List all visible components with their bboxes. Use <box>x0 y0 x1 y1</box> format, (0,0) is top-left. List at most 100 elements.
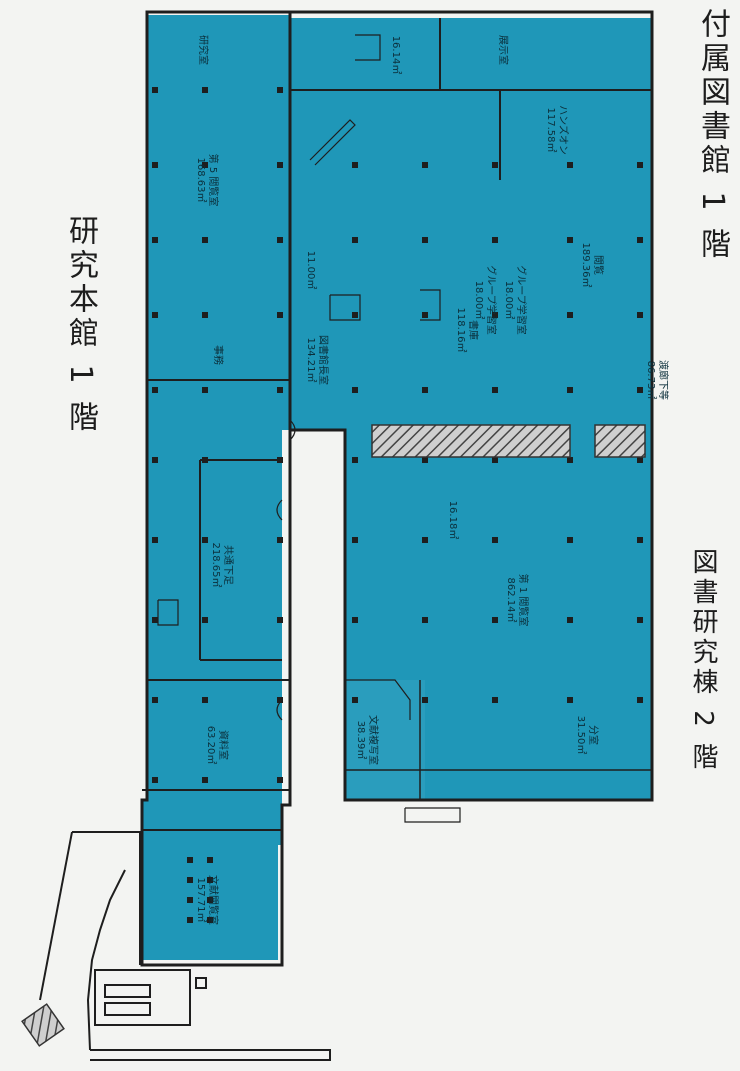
column-marker <box>202 387 208 393</box>
column-marker <box>492 237 498 243</box>
room-label-r17: 16.14㎡ <box>390 36 402 75</box>
column-marker <box>422 237 428 243</box>
column-marker <box>277 697 283 703</box>
room-label-r18: 11.00㎡ <box>305 251 317 290</box>
column-marker <box>152 387 158 393</box>
column-marker <box>352 387 358 393</box>
area-stair-landing <box>345 680 425 800</box>
area-annex <box>290 18 652 430</box>
column-marker <box>152 87 158 93</box>
column-marker <box>152 777 158 783</box>
column-marker <box>187 897 193 903</box>
hatched-entrance <box>21 1003 65 1047</box>
entrance-wall <box>72 831 141 965</box>
column-marker <box>492 617 498 623</box>
door-arc-2 <box>276 699 283 721</box>
detail-top <box>355 34 381 61</box>
courtyard <box>290 430 345 805</box>
column-marker <box>352 537 358 543</box>
column-marker <box>422 387 428 393</box>
column-marker <box>492 162 498 168</box>
room-label-r11: 文献閲覧室157.71㎡ <box>195 875 220 925</box>
highlight-areas <box>142 15 652 960</box>
column-marker <box>207 857 213 863</box>
column-marker <box>152 162 158 168</box>
column-marker <box>202 87 208 93</box>
hatched-block <box>594 424 646 458</box>
entrance-box-3 <box>195 977 207 989</box>
column-marker <box>207 877 213 883</box>
column-marker <box>567 537 573 543</box>
column-marker <box>352 697 358 703</box>
column-marker <box>202 777 208 783</box>
area-main-upper <box>147 15 290 800</box>
column-marker <box>277 537 283 543</box>
column-marker <box>422 697 428 703</box>
entrance-steps <box>86 869 126 1051</box>
room-label-r13: グループ学習室18.00㎡ <box>473 265 498 334</box>
column-marker <box>637 697 643 703</box>
room-label-r4: 書庫118.16㎡ <box>455 308 480 353</box>
door-arc-1 <box>276 499 283 521</box>
column-marker <box>187 857 193 863</box>
column-marker <box>277 777 283 783</box>
column-marker <box>637 457 643 463</box>
column-marker <box>422 457 428 463</box>
column-marker <box>637 617 643 623</box>
ramp <box>309 119 356 166</box>
column-marker <box>187 917 193 923</box>
room-label-r9: 共通下足218.65㎡ <box>210 543 234 588</box>
stair-1 <box>329 294 361 321</box>
column-marker <box>202 162 208 168</box>
column-marker <box>422 312 428 318</box>
column-marker <box>277 617 283 623</box>
column-marker <box>492 312 498 318</box>
column-marker <box>422 537 428 543</box>
room-label-r1: 第 5 閲覧室168.63㎡ <box>195 154 220 207</box>
column-marker <box>152 537 158 543</box>
entrance-path <box>90 1049 331 1061</box>
main-building-title: 研究本館 1 階 <box>63 215 98 436</box>
column-marker <box>152 617 158 623</box>
entrance-line <box>39 831 73 1001</box>
column-marker <box>567 617 573 623</box>
entrance-room <box>94 969 191 1026</box>
column-marker <box>352 617 358 623</box>
column-marker <box>567 457 573 463</box>
column-marker <box>637 237 643 243</box>
details <box>157 34 461 823</box>
door-arc-3 <box>289 419 296 441</box>
hatched-corridor <box>371 424 571 458</box>
column-marker <box>152 457 158 463</box>
column-marker <box>567 697 573 703</box>
entrance-area <box>39 831 331 1061</box>
column-marker <box>422 617 428 623</box>
column-marker <box>202 457 208 463</box>
room-label-r15: ハンズオン117.58㎡ <box>545 105 570 155</box>
annex-library-title: 付属図書館 1 階 <box>695 8 730 263</box>
room-label-r16: 展示室 <box>497 35 510 65</box>
column-marker <box>277 162 283 168</box>
column-marker <box>567 237 573 243</box>
room-label-r5: 閲覧189.36㎡ <box>580 243 604 288</box>
room-label-r7: 分室31.50㎡ <box>575 716 600 755</box>
room-label-r14: グループ学習室18.00㎡ <box>503 265 528 334</box>
column-marker <box>637 162 643 168</box>
library-research-title: 図書研究棟 2 階 <box>688 548 718 774</box>
column-marker <box>352 237 358 243</box>
columns <box>152 87 643 923</box>
column-marker <box>207 897 213 903</box>
column-marker <box>637 312 643 318</box>
column-marker <box>492 387 498 393</box>
column-marker <box>567 162 573 168</box>
column-marker <box>202 312 208 318</box>
room-label-r8: 文献複写室38.39㎡ <box>355 715 380 765</box>
entrance-box-2 <box>104 1002 151 1016</box>
column-marker <box>492 697 498 703</box>
walls <box>140 10 654 967</box>
stair-3 <box>345 679 411 720</box>
column-marker <box>567 387 573 393</box>
column-marker <box>207 917 213 923</box>
